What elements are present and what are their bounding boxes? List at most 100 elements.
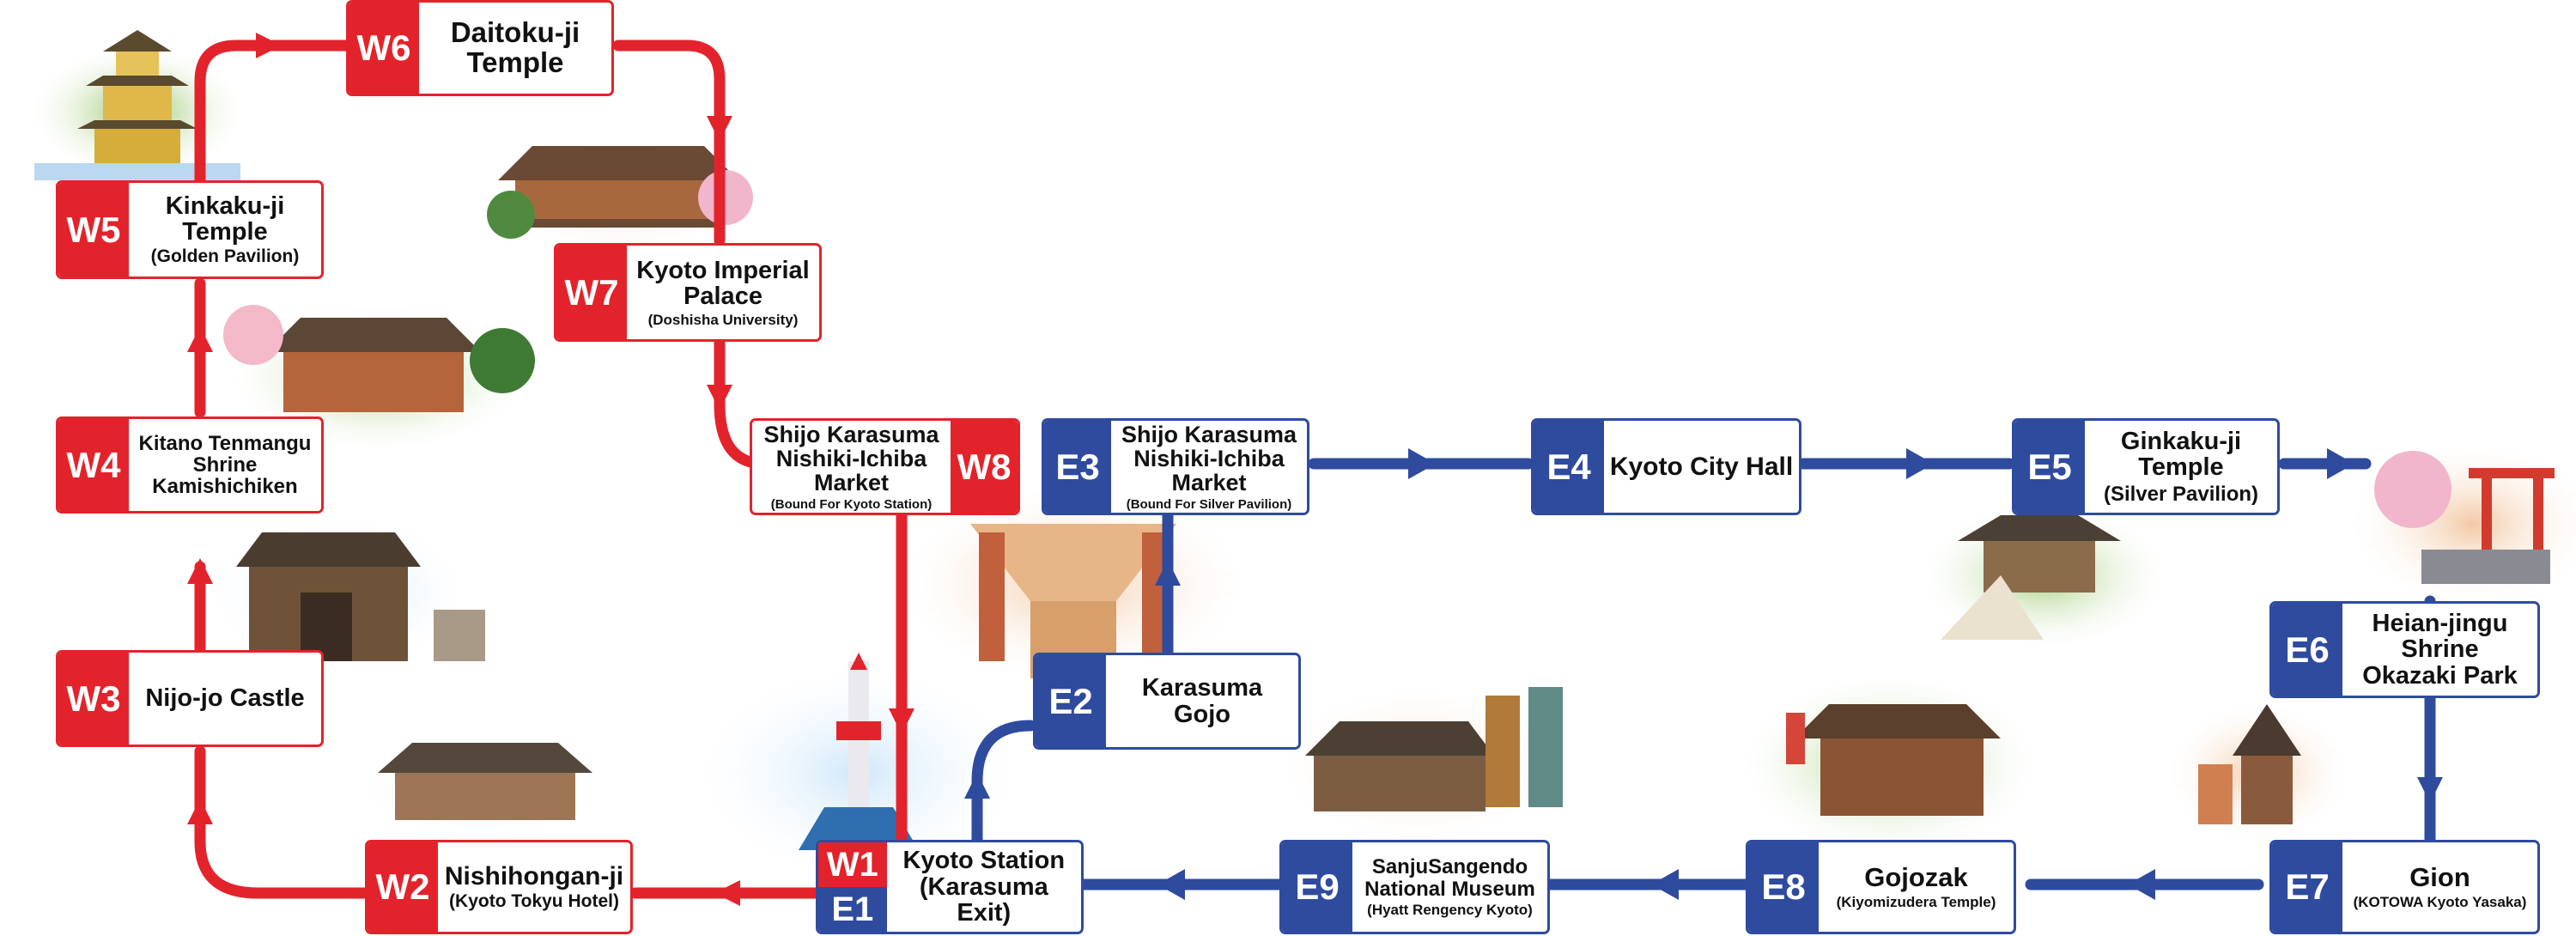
stop-w5[interactable]: W5 Kinkaku-ji Temple (Golden Pavilion) xyxy=(56,180,324,279)
stop-name: Gion xyxy=(2409,862,2470,893)
stop-e8[interactable]: E8 Gojozak (Kiyomizudera Temple) xyxy=(1746,840,2016,934)
stop-subtitle: (Silver Pavilion) xyxy=(2103,482,2259,506)
stop-w8[interactable]: Shijo Karasuma Nishiki-Ichiba Market (Bo… xyxy=(750,418,1020,515)
stop-name: SanjuSangendo National Museum xyxy=(1364,855,1535,901)
stop-e7[interactable]: E7 Gion (KOTOWA Kyoto Yasaka) xyxy=(2269,840,2540,934)
stop-subtitle: (Kyoto Tokyu Hotel) xyxy=(449,891,619,912)
stop-w6[interactable]: W6 Daitoku-ji Temple xyxy=(346,0,614,96)
stop-code: W5 xyxy=(58,183,129,277)
arrow-left xyxy=(714,880,740,906)
stop-subtitle: (Bound For Silver Pavilion) xyxy=(1126,496,1292,512)
arrow-right xyxy=(1408,448,1436,479)
stop-label: Heian-jingu Shrine Okazaki Park xyxy=(2342,604,2537,696)
stop-code: E4 xyxy=(1534,421,1604,513)
stop-name: Kyoto Imperial Palace xyxy=(636,256,810,311)
stop-code: W6 xyxy=(349,3,419,94)
stop-subtitle: (Doshisha University) xyxy=(647,311,799,328)
illustration-sanjusangendo xyxy=(1271,683,1563,846)
stop-codes: W1 E1 xyxy=(818,842,887,932)
arrow-right xyxy=(1906,448,1934,479)
illustration-ginkakuji xyxy=(1915,498,2172,653)
arrow-left xyxy=(2128,869,2155,900)
stop-subtitle: (Bound For Kyoto Station) xyxy=(770,496,933,512)
stop-w7[interactable]: W7 Kyoto Imperial Palace (Doshisha Unive… xyxy=(554,243,822,342)
west-arrows xyxy=(187,33,914,906)
stop-e6[interactable]: E6 Heian-jingu Shrine Okazaki Park xyxy=(2269,601,2540,698)
stop-label: Nishihongan-ji (Kyoto Tokyu Hotel) xyxy=(438,842,630,932)
stop-label: Kinkaku-ji Temple (Golden Pavilion) xyxy=(129,183,321,277)
stop-label: Gojozak (Kiyomizudera Temple) xyxy=(1819,842,2014,932)
stop-e3[interactable]: E3 Shijo Karasuma Nishiki-Ichiba Market … xyxy=(1042,418,1309,515)
stop-name: Nishihongan-ji xyxy=(444,861,624,890)
arrow-right xyxy=(256,33,282,58)
stop-code-e1: E1 xyxy=(818,887,887,932)
stop-subtitle: (Golden Pavilion) xyxy=(150,246,300,267)
stop-code: E6 xyxy=(2272,604,2342,696)
stop-code: W4 xyxy=(58,419,129,511)
illustration-heian-jingu xyxy=(2344,438,2576,610)
stop-e2[interactable]: E2 Karasuma Gojo xyxy=(1033,653,1301,750)
stop-subtitle: (KOTOWA Kyoto Yasaka) xyxy=(2353,893,2527,910)
stop-code: E9 xyxy=(1282,842,1352,932)
stop-e4[interactable]: E4 Kyoto City Hall xyxy=(1531,418,1801,515)
stop-name: Nijo-jo Castle xyxy=(145,684,305,713)
illustration-kinkakuji xyxy=(26,30,249,180)
stop-w4[interactable]: W4 Kitano Tenmangu Shrine Kamishichiken xyxy=(56,416,324,514)
stop-name: Karasuma Gojo xyxy=(1141,674,1263,728)
arrow-up xyxy=(187,558,213,584)
arrow-up xyxy=(964,773,990,799)
east-arrows xyxy=(964,448,2443,900)
arrow-down xyxy=(707,116,732,142)
stop-label: Kyoto Imperial Palace (Doshisha Universi… xyxy=(627,246,819,339)
stop-label: Daitoku-ji Temple xyxy=(419,3,611,94)
stop-label: Kitano Tenmangu Shrine Kamishichiken xyxy=(129,419,321,511)
stop-label: Karasuma Gojo xyxy=(1106,655,1298,747)
stop-label: Nijo-jo Castle xyxy=(129,653,321,745)
stop-name: Ginkaku-ji Temple xyxy=(2120,427,2242,482)
illustration-daitokuji xyxy=(487,137,753,258)
stop-code: E3 xyxy=(1044,421,1111,513)
stop-kyoto-station-w1-e1[interactable]: W1 E1 Kyoto Station (Karasuma Exit) xyxy=(816,840,1084,934)
stop-code: W7 xyxy=(556,246,627,339)
stop-e5[interactable]: E5 Ginkaku-ji Temple (Silver Pavilion) xyxy=(2012,418,2280,515)
arrow-down xyxy=(2417,777,2443,803)
stop-name: Shijo Karasuma Nishiki-Ichiba Market xyxy=(1121,421,1297,496)
arrow-up xyxy=(187,326,213,352)
stop-code: E7 xyxy=(2272,842,2342,932)
arrow-up xyxy=(187,799,213,824)
arrow-down xyxy=(889,708,914,734)
stop-label: Shijo Karasuma Nishiki-Ichiba Market (Bo… xyxy=(1111,421,1307,513)
illustration-nishihonganji xyxy=(352,738,610,842)
stop-label: Shijo Karasuma Nishiki-Ichiba Market (Bo… xyxy=(752,421,951,513)
stop-e9[interactable]: E9 SanjuSangendo National Museum (Hyatt … xyxy=(1279,840,1550,934)
stop-label: Kyoto Station (Karasuma Exit) xyxy=(887,842,1081,932)
stop-name: Shijo Karasuma Nishiki-Ichiba Market xyxy=(763,421,939,496)
stop-subtitle: (Hyatt Rengency Kyoto) xyxy=(1367,901,1533,918)
illustration-nijo xyxy=(202,511,485,674)
illustration-kyoto-tower xyxy=(687,653,1030,884)
stop-code: E2 xyxy=(1036,655,1106,747)
arrow-down xyxy=(707,385,732,410)
stop-name: Kyoto City Hall xyxy=(1609,452,1794,481)
stop-code: W3 xyxy=(58,653,129,745)
stop-name: Heian-jingu Shrine Okazaki Park xyxy=(2362,609,2518,690)
stop-label: SanjuSangendo National Museum (Hyatt Ren… xyxy=(1352,842,1547,932)
stop-label: Kyoto City Hall xyxy=(1604,421,1799,513)
illustration-kitano xyxy=(223,301,535,455)
stop-name: Kitano Tenmangu Shrine Kamishichiken xyxy=(138,431,312,499)
stop-code: E5 xyxy=(2014,421,2085,513)
stop-label: Gion (KOTOWA Kyoto Yasaka) xyxy=(2342,842,2537,932)
illustration-kiyomizu xyxy=(1735,670,2044,859)
stop-w3[interactable]: W3 Nijo-jo Castle xyxy=(56,650,324,747)
arrow-right xyxy=(2327,448,2354,479)
stop-code: E8 xyxy=(1748,842,1819,932)
stop-name: Kinkaku-ji Temple xyxy=(165,191,285,246)
stop-label: Ginkaku-ji Temple (Silver Pavilion) xyxy=(2085,421,2277,513)
stop-w2[interactable]: W2 Nishihongan-ji (Kyoto Tokyu Hotel) xyxy=(365,840,633,934)
stop-code: W2 xyxy=(368,842,438,932)
stop-subtitle: (Kiyomizudera Temple) xyxy=(1836,893,1996,910)
stop-name: Gojozak xyxy=(1864,862,1968,893)
stop-name: Kyoto Station (Karasuma Exit) xyxy=(902,847,1066,927)
arrow-left xyxy=(1651,869,1679,900)
